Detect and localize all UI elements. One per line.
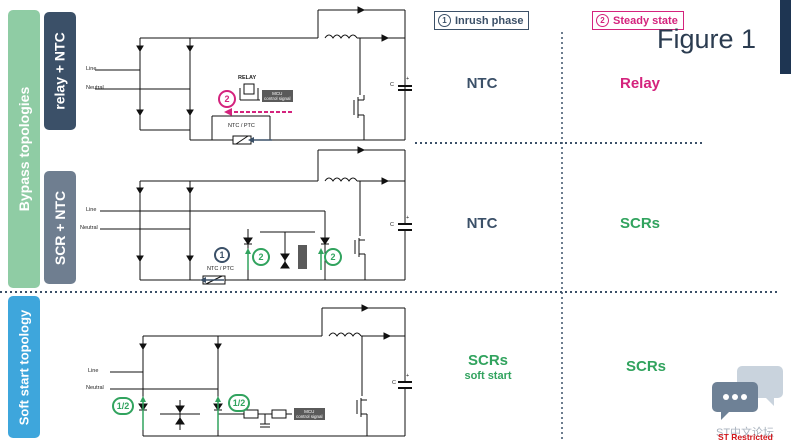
row2-inrush-text: NTC [466, 215, 498, 232]
row1-inrush: NTC [422, 75, 542, 92]
cap-plus-1: + [406, 76, 410, 82]
steady-number: 2 [596, 14, 609, 27]
cap-plus-2: + [406, 215, 410, 221]
line-label-2: Line [86, 207, 97, 213]
soft-start-circuit [110, 304, 412, 437]
soft-start-bar: Soft start topology [8, 296, 40, 438]
relay-ntc-circuit [95, 6, 412, 145]
inrush-number: 1 [438, 14, 451, 27]
row2-steady: SCRs [580, 215, 700, 232]
section-dividers [0, 32, 778, 440]
mcu-title-1: MCU [272, 91, 283, 96]
scr-ntc-arrows [200, 248, 324, 283]
figure-title: Figure 1 [657, 24, 757, 54]
steady-marker-scr-b: 2 [324, 248, 342, 266]
scr-ntc-circuit [100, 146, 412, 285]
row1-steady-text: Relay [619, 75, 661, 92]
row3-steady-text: SCRs [625, 358, 666, 375]
line-label-1: Line [86, 66, 97, 72]
mcu-box-1: MCU control signal [262, 90, 293, 102]
neutral-label-2: Neutral [80, 225, 98, 231]
mcu-title-3: MCU [304, 409, 315, 414]
mcu-box-3: MCU control signal [294, 408, 325, 420]
bypass-topologies-bar: Bypass topologies [8, 10, 40, 288]
row3-inrush-text: SCRs [467, 352, 508, 369]
line-label-3: Line [88, 368, 99, 374]
row2-steady-text: SCRs [619, 215, 660, 232]
cap-plus-3: + [406, 373, 410, 379]
ntc-ptc-label-1: NTC / PTC [228, 123, 255, 129]
relay-ntc-arrows [224, 108, 292, 143]
forum-watermark: ST中文论坛 [716, 427, 775, 439]
cap-label-3: C [392, 380, 396, 386]
edge-accent-bar [780, 0, 791, 74]
inrush-label: Inrush phase [455, 14, 524, 27]
inrush-phase-header: 1 Inrush phase [434, 11, 530, 30]
row3-inrush-sub: soft start [464, 370, 512, 382]
st-restricted-label: ST Restricted [718, 432, 773, 442]
soft-start-arrows [140, 396, 221, 430]
neutral-label-1: Neutral [86, 85, 104, 91]
mcu-sub-1: control signal [264, 96, 291, 101]
mcu-sub-3: control signal [296, 414, 323, 419]
ntc-ptc-label-2: NTC / PTC [207, 266, 234, 272]
row3-inrush: SCRs soft start [428, 352, 548, 382]
chat-bubbles-icon [712, 366, 783, 420]
row1-inrush-text: NTC [466, 75, 498, 92]
cap-label-2: C [390, 222, 394, 228]
steady-marker-relay: 2 [218, 90, 236, 108]
row3-steady: SCRs [586, 358, 706, 375]
inrush-marker-scr: 1 [214, 247, 230, 263]
soft-start-marker-a: 1/2 [112, 397, 134, 415]
relay-ntc-bar: relay + NTC [44, 12, 76, 130]
row1-steady: Relay [580, 75, 700, 92]
cap-label-1: C [390, 82, 394, 88]
neutral-label-3: Neutral [86, 385, 104, 391]
scr-ntc-bar: SCR + NTC [44, 171, 76, 284]
steady-label: Steady state [613, 14, 678, 27]
row2-inrush: NTC [422, 215, 542, 232]
soft-start-marker-b: 1/2 [228, 394, 250, 412]
steady-state-header: 2 Steady state [592, 11, 684, 30]
relay-label: RELAY [238, 75, 257, 81]
steady-marker-scr-a: 2 [252, 248, 270, 266]
